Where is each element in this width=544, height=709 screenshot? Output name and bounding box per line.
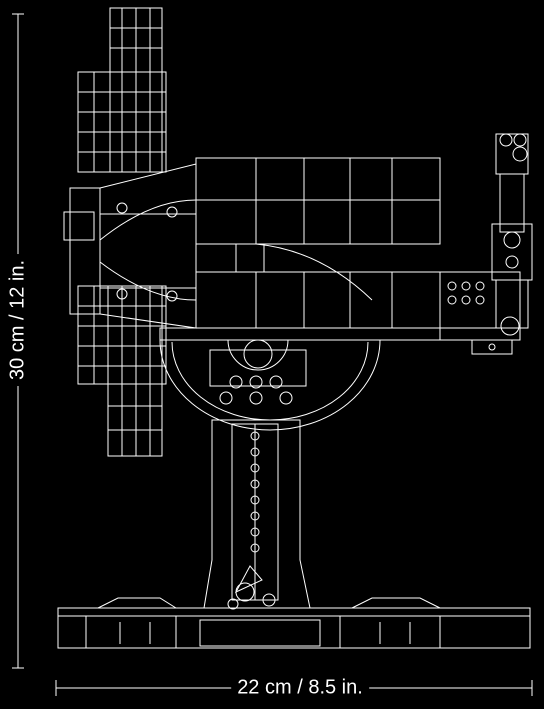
right-arm [491,133,533,336]
boom-beam [159,271,521,355]
stand-column [203,419,311,610]
height-dimension-label: 30 cm / 12 in. [6,253,30,387]
solar-panel-upper [77,7,167,173]
solar-panel-lower [77,285,167,457]
central-hub [63,163,197,329]
width-dimension-label: 22 cm / 8.5 in. [231,676,369,700]
mount-arc [159,339,381,431]
base-plate [57,597,531,649]
telescope-body [195,157,441,329]
